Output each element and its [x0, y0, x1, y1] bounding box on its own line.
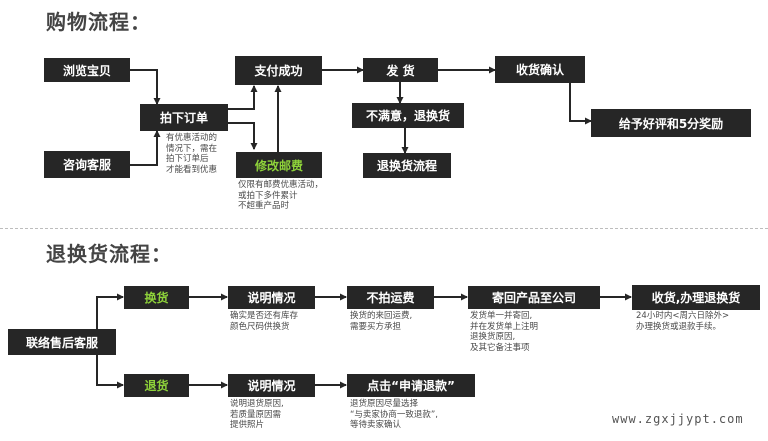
note-receive-process: 24小时内<周六日除外> 办理换货或退款手续。: [636, 311, 729, 332]
note-line: 确实是否还有库存: [230, 311, 299, 321]
note-line: 并在发货单上注明: [470, 321, 539, 332]
node-refund: 退货: [124, 374, 189, 397]
note-line: “与卖家协商一致退款”,: [350, 409, 439, 420]
note-line: 有优惠活动的: [166, 133, 218, 143]
note-line: 退货原因尽量选择: [350, 399, 419, 409]
node-exchange: 换货: [124, 286, 189, 309]
purchase-section-title: 购物流程：: [46, 10, 151, 34]
note-explain-refund: 说明退货原因, 若质量原因需 提供照片: [230, 399, 284, 431]
node-ship: 发 货: [363, 58, 438, 82]
note-line: 发货单一并寄回,: [470, 311, 533, 321]
note-explain-exchange: 确实是否还有库存 颜色尺码供换货: [230, 311, 298, 332]
node-contact-after-sales: 联络售后客服: [8, 329, 116, 355]
note-line: 24小时内<周六日除外>: [636, 311, 730, 321]
node-return-flow: 退换货流程: [363, 153, 451, 178]
arrow-service-to-refund: [96, 353, 124, 389]
node-explain-refund: 说明情况: [228, 374, 315, 397]
note-line: 才能看到优惠: [166, 164, 218, 175]
watermark-text: www.zgxjjypt.com: [612, 412, 744, 426]
note-line: 仅限有邮费优惠活动，: [238, 180, 324, 190]
note-line: 需要买方承担: [350, 321, 402, 332]
node-place-order: 拍下订单: [140, 104, 228, 131]
node-modify-postage: 修改邮费: [236, 152, 322, 178]
note-postage: 仅限有邮费优惠活动， 或拍下多件累计 不超重产品时: [238, 180, 323, 212]
section-divider: [0, 228, 768, 229]
node-dissatisfied-return: 不满意，退换货: [352, 103, 464, 128]
node-apply-refund: 点击“申请退款”: [347, 374, 475, 397]
note-line: 颜色尺码供换货: [230, 321, 290, 332]
node-consult-service: 咨询客服: [44, 151, 130, 178]
node-explain-exchange: 说明情况: [228, 286, 315, 309]
node-confirm-receipt: 收货确认: [495, 56, 585, 83]
note-line: 换货的来回运费,: [350, 311, 413, 321]
arrow-service-to-exchange: [96, 293, 124, 331]
node-no-photo-freight: 不拍运费: [347, 286, 434, 309]
note-line: 或拍下多件累计: [238, 190, 298, 201]
note-line: 说明退货原因,: [230, 399, 284, 409]
arrow-order-to-modify-postage: [228, 122, 258, 150]
note-line: 拍下订单后: [166, 154, 209, 164]
node-receive-process: 收货,办理退换货: [632, 285, 760, 310]
note-line: 办理换货或退款手续。: [636, 321, 722, 332]
note-line: 不超重产品时: [238, 201, 290, 211]
note-apply-refund: 退货原因尽量选择 “与卖家协商一致退款”, 等待卖家确认: [350, 399, 438, 431]
note-line: 提供照片: [230, 420, 265, 430]
node-browse-items: 浏览宝贝: [44, 58, 130, 82]
note-no-photo-freight: 换货的来回运费, 需要买方承担: [350, 311, 412, 332]
node-review-reward: 给予好评和5分奖励: [591, 109, 751, 137]
note-line: 退换货原因,: [470, 332, 516, 342]
note-send-back: 发货单一并寄回, 并在发货单上注明 退换货原因, 及其它备注事项: [470, 311, 538, 353]
note-line: 等待卖家确认: [350, 420, 402, 430]
note-line: 及其它备注事项: [470, 342, 530, 353]
note-line: 情况下，需在: [166, 143, 218, 154]
returns-section-title: 退换货流程：: [46, 242, 172, 266]
arrow-consult-to-order: [130, 130, 161, 166]
node-payment-success: 支付成功: [235, 56, 322, 85]
note-discount: 有优惠活动的 情况下，需在 拍下订单后 才能看到优惠: [166, 133, 217, 175]
arrow-browse-to-order: [130, 69, 161, 105]
arrow-order-to-pay: [228, 85, 258, 110]
node-send-back: 寄回产品至公司: [468, 286, 600, 309]
arrow-confirm-to-review: [569, 82, 592, 125]
note-line: 若质量原因需: [230, 409, 282, 420]
